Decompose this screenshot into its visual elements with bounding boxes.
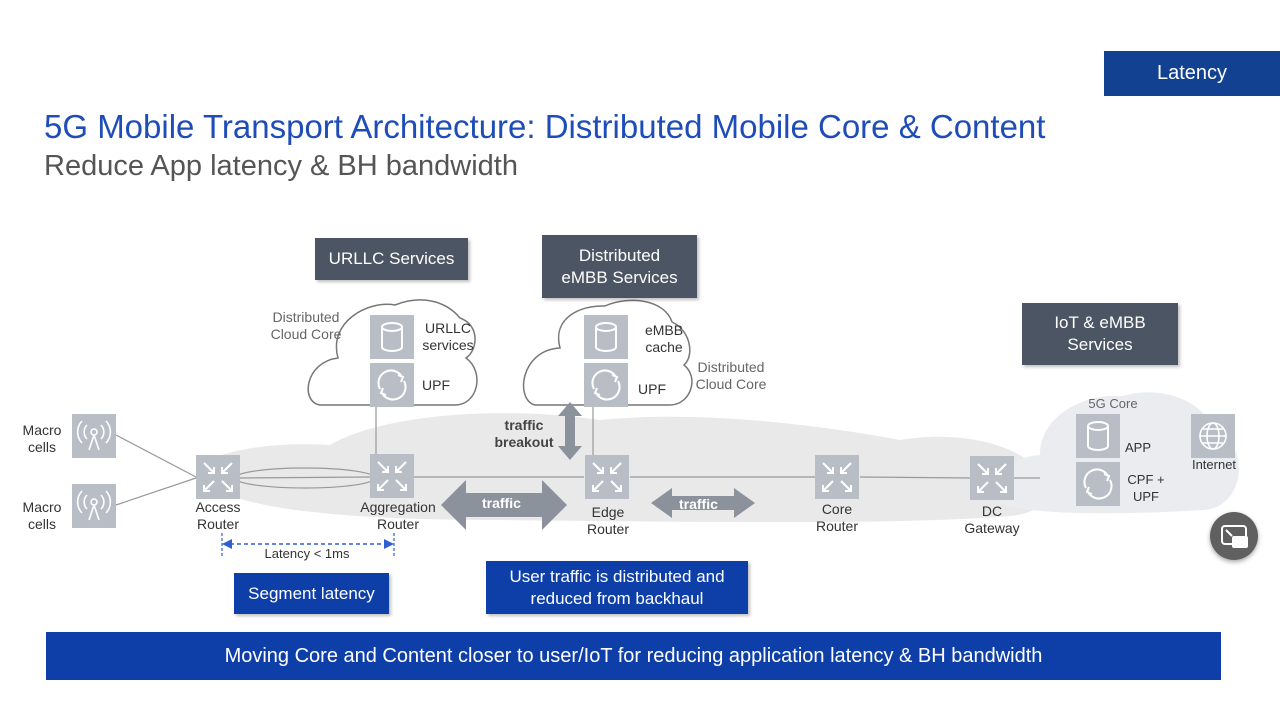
upf-icon	[1075, 461, 1121, 507]
iot-services-line2: Services	[1067, 335, 1133, 354]
conclusion-text: Moving Core and Content closer to user/I…	[224, 644, 1043, 667]
iot-services-line1: IoT & eMBB	[1054, 313, 1146, 332]
internet-label: Internet	[1191, 457, 1237, 472]
router-icon	[814, 454, 860, 500]
screen-share-button[interactable]	[1210, 512, 1258, 560]
antenna-icon	[72, 414, 116, 458]
mid-upf-label: UPF	[638, 381, 666, 397]
core-app-label: APP	[1124, 440, 1151, 455]
router-icon	[195, 454, 241, 500]
upf-icon	[583, 362, 629, 408]
core-cpf-upf-label: CPF +UPF	[1127, 472, 1165, 504]
upf-icon	[369, 362, 415, 408]
database-icon	[1075, 413, 1121, 459]
traffic-label-left: traffic	[482, 495, 521, 511]
latency-tag: Latency	[1104, 51, 1280, 96]
page-subtitle: Reduce App latency & BH bandwidth	[44, 150, 518, 182]
latency-measure-label: Latency < 1ms	[264, 546, 350, 561]
router-icon	[969, 455, 1015, 501]
urllc-services-box: URLLC Services	[315, 238, 468, 280]
embb-services-line1: Distributed	[578, 245, 661, 265]
5g-core-label: 5G Core	[1088, 396, 1138, 411]
screen-share-icon	[1221, 525, 1248, 548]
router-icon	[369, 453, 415, 499]
urllc-services-label: URLLC Services	[328, 249, 455, 268]
embb-services-line2: eMBB Services	[561, 267, 678, 287]
database-icon	[583, 314, 629, 360]
segment-latency-label: Segment latency	[248, 583, 375, 603]
globe-icon	[1191, 414, 1235, 458]
distributed-traffic-line2: reduced from backhaul	[530, 588, 704, 608]
page-title: 5G Mobile Transport Architecture: Distri…	[44, 108, 1046, 145]
router-icon	[584, 454, 630, 500]
distributed-traffic-box: User traffic is distributed and reduced …	[486, 561, 748, 614]
conclusion-banner: Moving Core and Content closer to user/I…	[46, 632, 1221, 680]
embb-services-box: Distributed eMBB Services	[542, 235, 697, 298]
iot-embb-services-box: IoT & eMBB Services	[1022, 303, 1178, 365]
traffic-label-right: traffic	[679, 496, 718, 512]
database-icon	[369, 314, 415, 360]
segment-latency-box: Segment latency	[234, 573, 389, 614]
left-upf-label: UPF	[422, 377, 450, 393]
antenna-icon	[72, 484, 116, 528]
distributed-traffic-line1: User traffic is distributed and	[509, 566, 725, 586]
